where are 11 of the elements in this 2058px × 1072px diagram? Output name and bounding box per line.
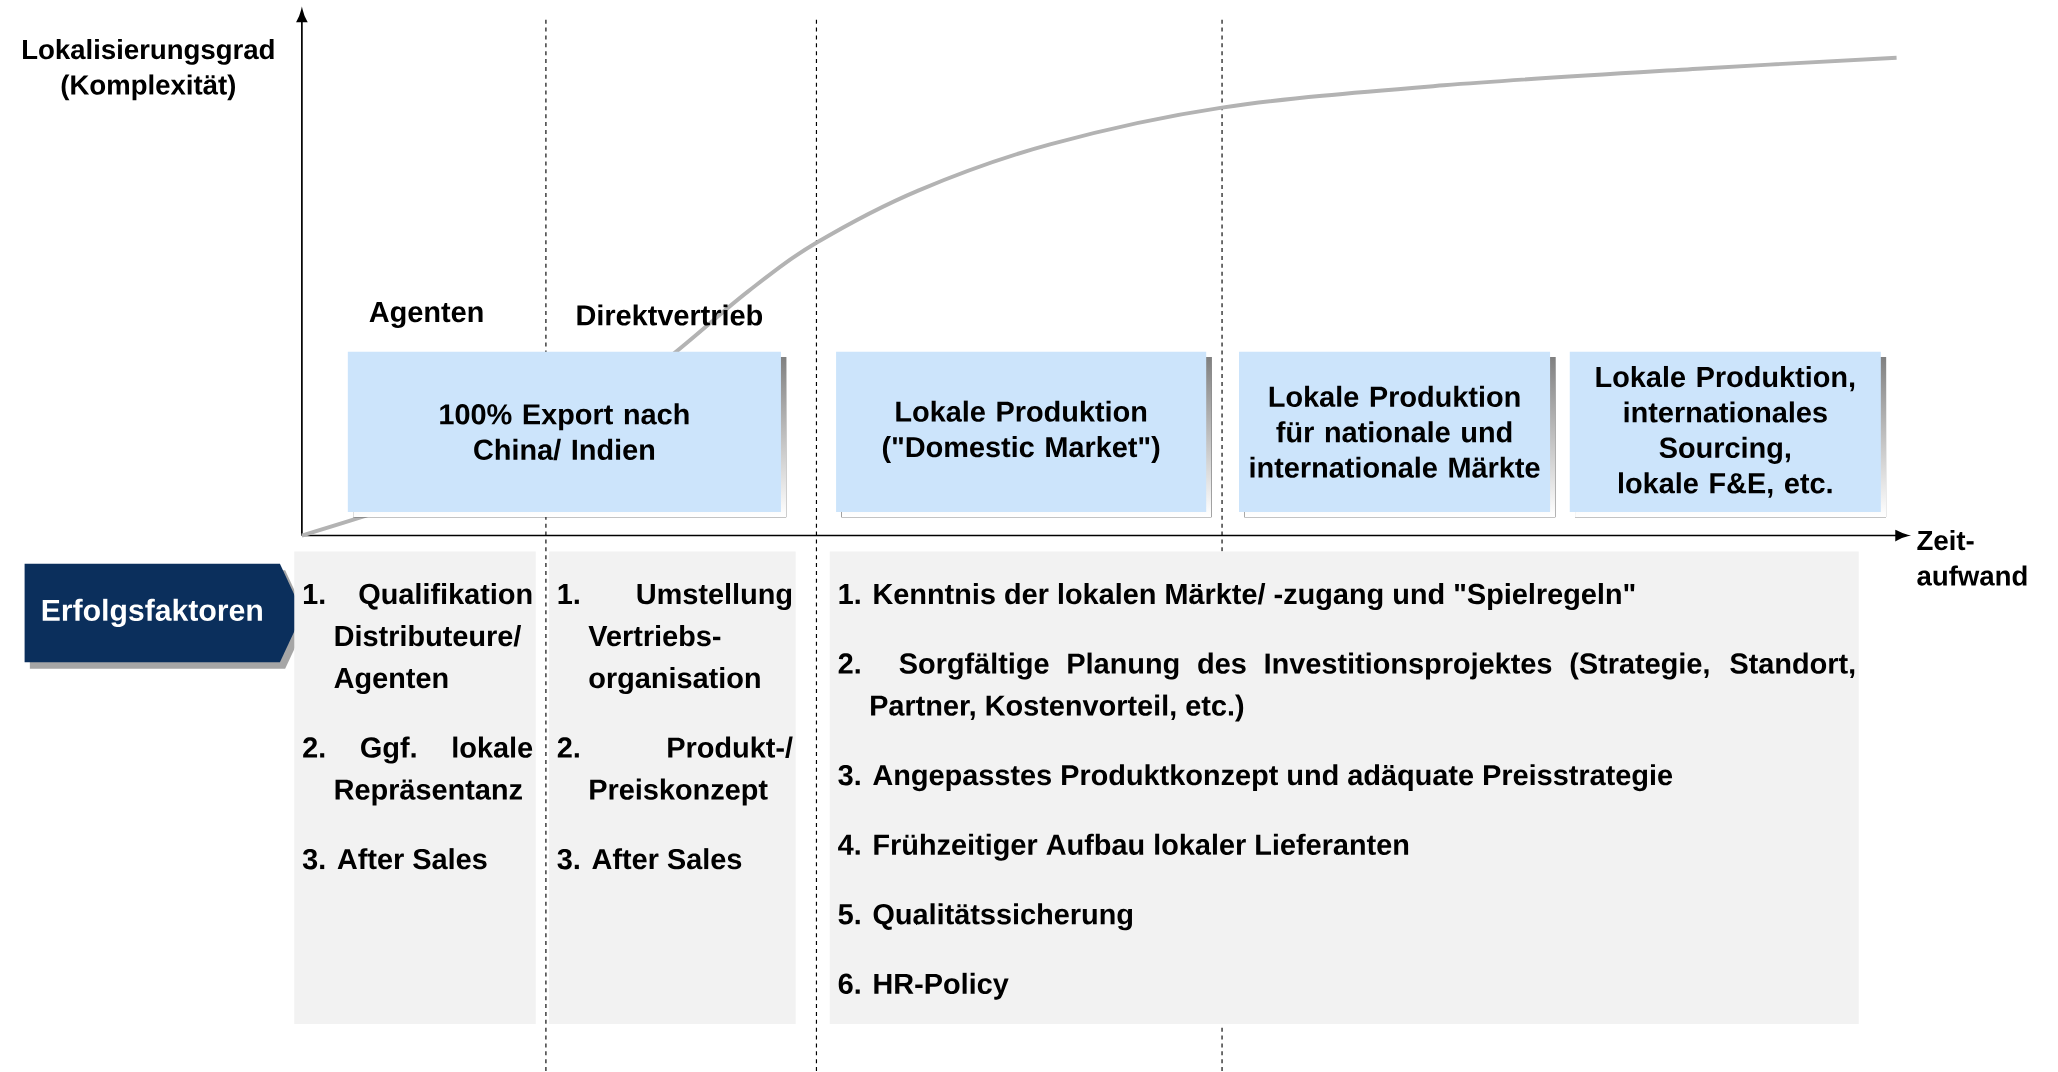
text-panel: 1. Qualifikation Distributeure/ Agenten 2. Ggf. lokale Repräsentanz 3. After Sales: [294, 551, 536, 1024]
axis-label: Lokalisierungsgrad (Komplexität): [23, 38, 274, 100]
text-panel: 1. Kenntnis der lokalen Märkte/ -zugang und "Spielregeln" 2. Sorgfältige Planung des Investitionsprojektes (Strategie, Standort, Partner, Kostenvorteil, etc.) 3. Angepasstes Produktkonzept und adäquate Preisstrategie 4. Frühzeitiger Aufbau lokaler Lieferanten 5. Qualitätssicherung 6. HR-Policy: [829, 551, 1859, 1024]
phase-box: Lokale Produktion ("Domestic Market"): [836, 351, 1212, 517]
phase-box: Lokale Produktion für nationale und internationale Märkte: [1239, 351, 1556, 517]
phase-label: Agenten: [369, 301, 483, 328]
phase-label: Direktvertrieb: [577, 304, 763, 326]
axis-label: Zeit- aufwand: [1917, 529, 2027, 586]
text-panel: 1. Umstellung Vertriebs- organisation 2. Produkt-/ Preiskonzept 3. After Sales: [548, 551, 796, 1024]
phase-box: 100% Export nach China/ Indien: [347, 351, 787, 517]
phase-box: Lokale Produktion, internationales Sourcing, lokale F&E, etc.: [1569, 351, 1887, 517]
